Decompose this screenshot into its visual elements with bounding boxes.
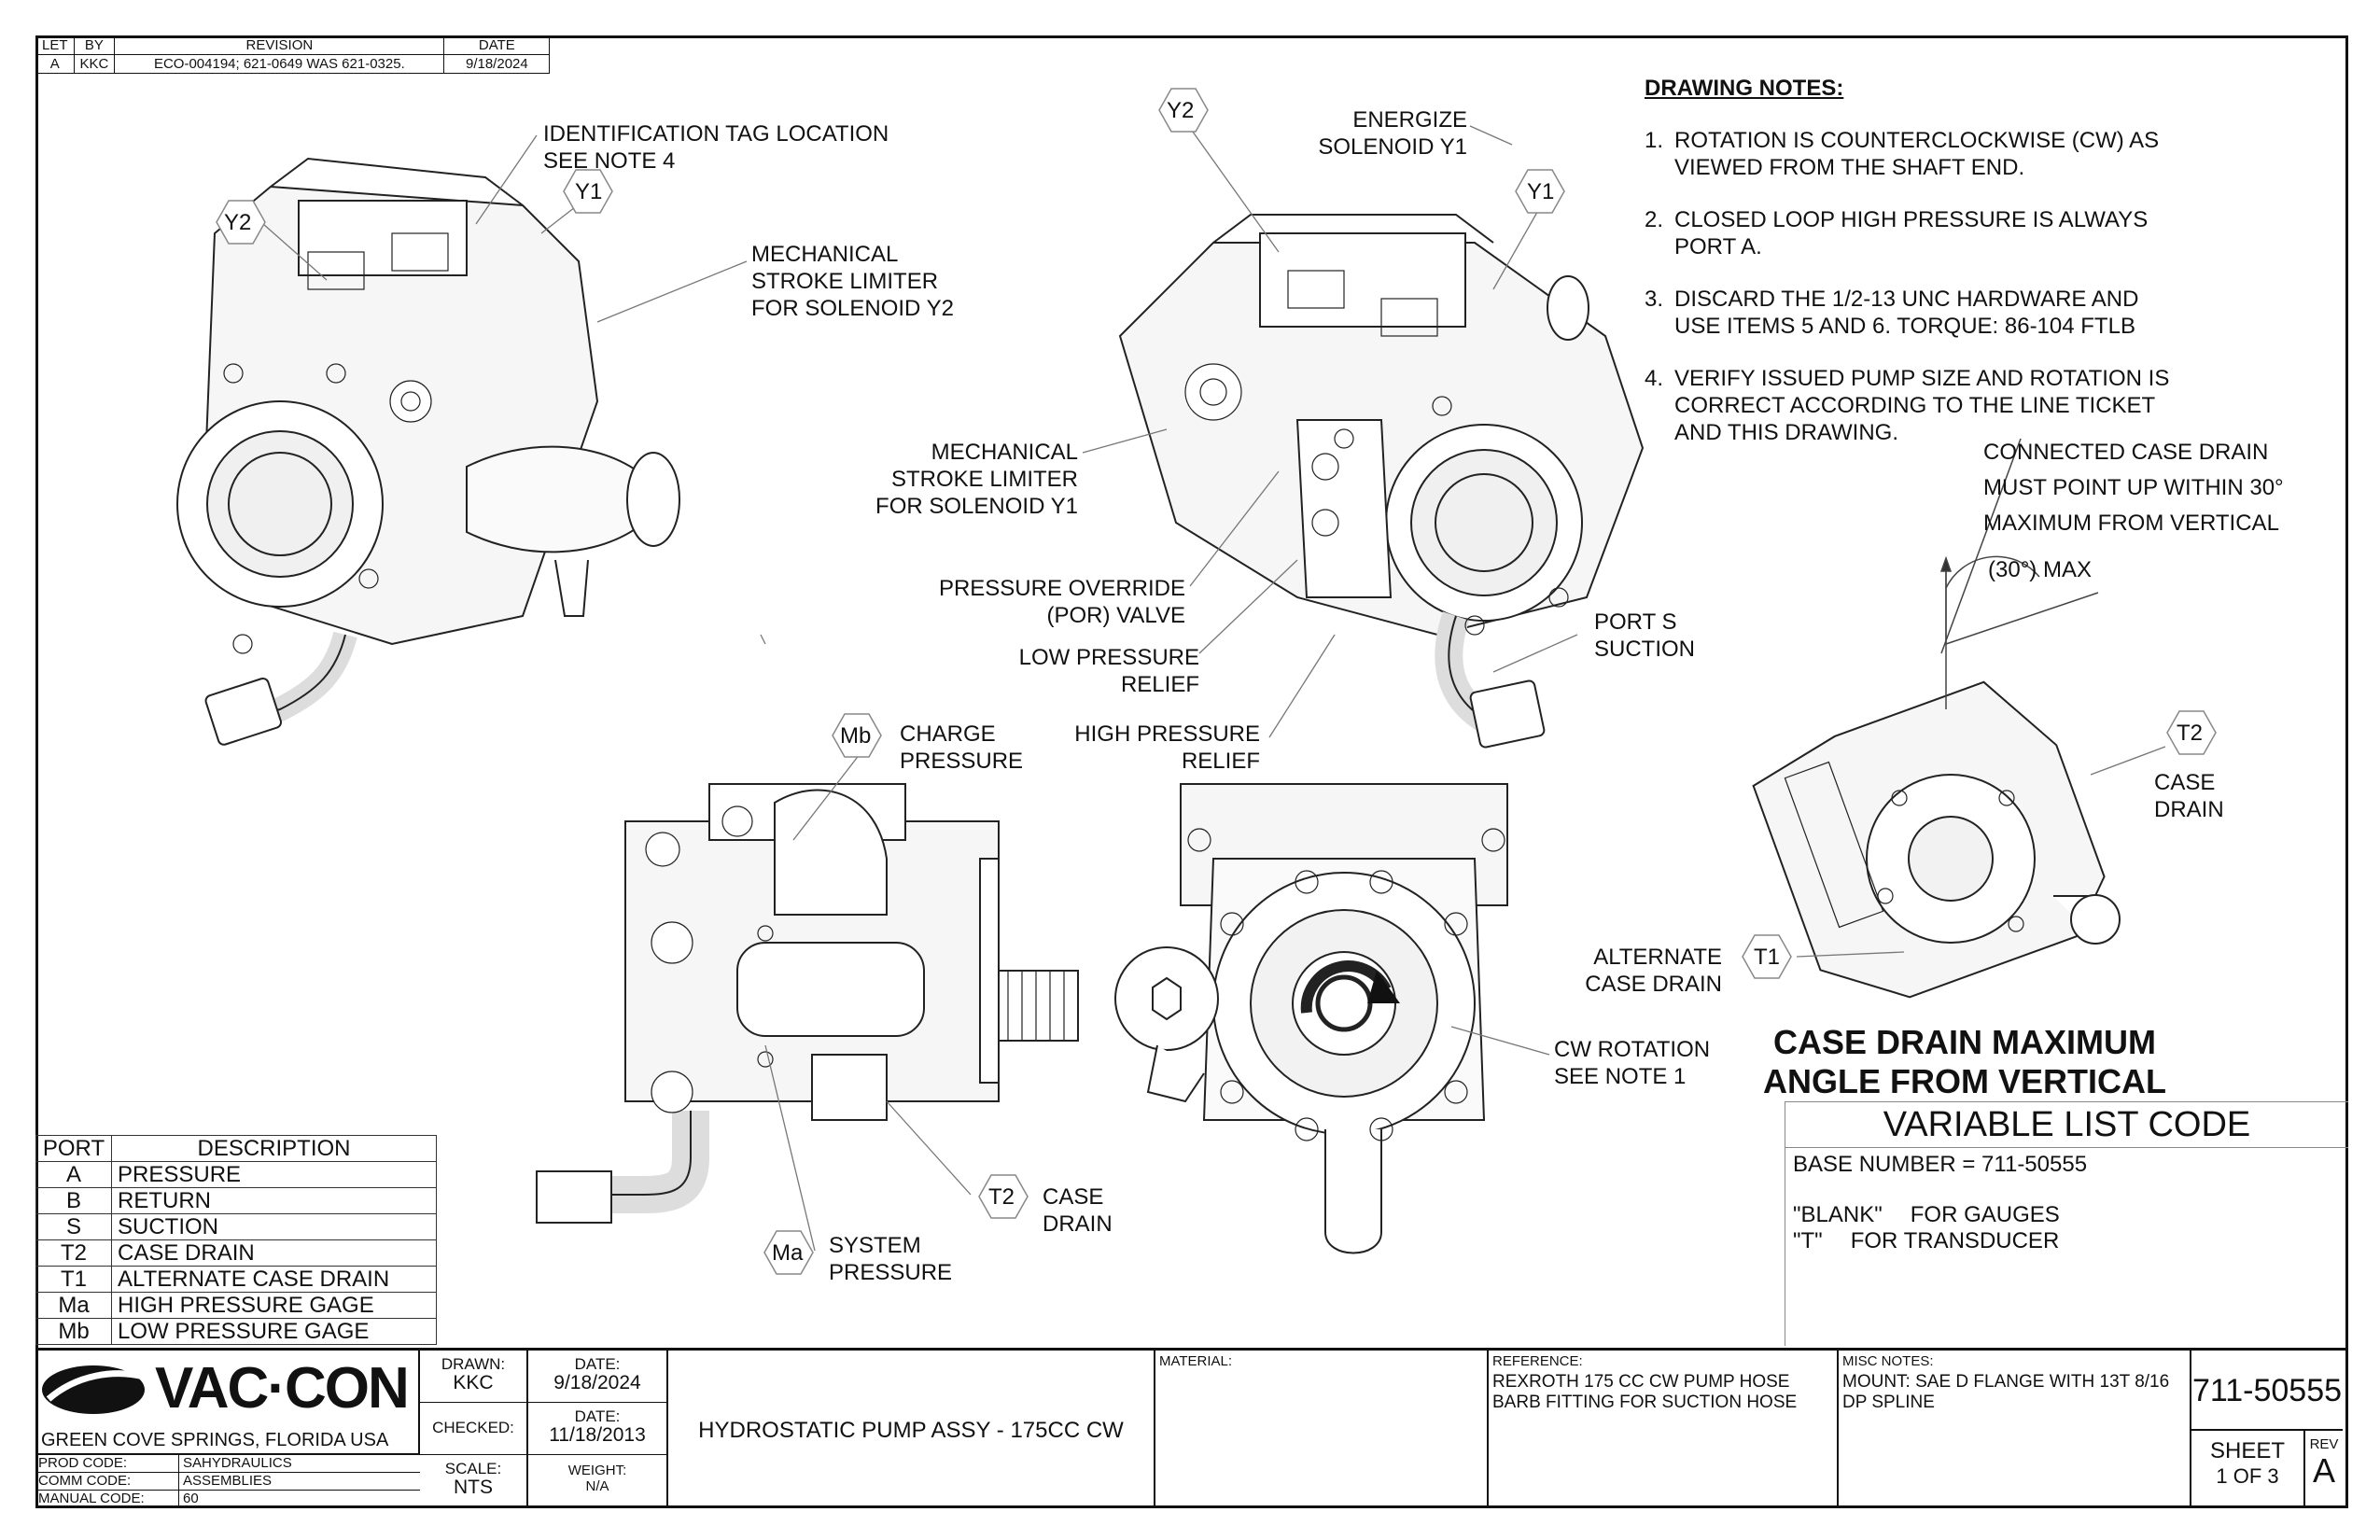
rev-value: A [2312, 1451, 2335, 1490]
weight-value: N/A [585, 1478, 609, 1494]
description-header: DESCRIPTION [111, 1135, 437, 1162]
hex-label-t2-front: T2 [988, 1184, 1015, 1210]
hex-label-t1: T1 [1754, 945, 1781, 970]
hex-label-y2-left: Y2 [224, 210, 252, 235]
pump-view-side [536, 783, 1079, 1224]
drawing-notes-title: DRAWING NOTES: [1645, 76, 1844, 101]
pump-view-front [1114, 783, 1508, 1254]
drawing-border [35, 35, 2348, 1508]
angle-construction-lines [1939, 438, 2099, 709]
variable-list-base: BASE NUMBER = 711-50555 [1793, 1152, 2088, 1177]
scale-value: NTS [454, 1477, 493, 1498]
rev-header-by: BY [73, 35, 116, 55]
rev-date: 9/18/2024 [443, 54, 551, 74]
checked-date-label: DATE: [574, 1407, 621, 1425]
drawn-date-label: DATE: [574, 1355, 621, 1373]
drawn-checked-scale-labels: DRAWN: KKC CHECKED: SCALE: NTS [420, 1351, 528, 1508]
hex-label-y1-left: Y1 [575, 179, 603, 204]
scale-label: SCALE: [444, 1460, 502, 1477]
part-number: 711-50555 [2191, 1351, 2343, 1431]
port-header: PORT [35, 1135, 112, 1162]
revision-table: LET BY REVISION DATE A KKC ECO-004194; 6… [35, 35, 551, 74]
pump-view-isometric-center [1118, 214, 1645, 749]
company-logo-area: VAC·CON GREEN COVE SPRINGS, FLORIDA USA [35, 1351, 420, 1455]
drawing-description: HYDROSTATIC PUMP ASSY - 175CC CW [698, 1418, 1124, 1443]
hex-label-y2-center: Y2 [1167, 98, 1195, 123]
material-cell: MATERIAL: [1155, 1351, 1489, 1508]
company-logo: VAC·CON [155, 1356, 410, 1421]
title-block: VAC·CON GREEN COVE SPRINGS, FLORIDA USA … [35, 1348, 2348, 1508]
product-codes: PROD CODE:SAHYDRAULICS COMM CODE:ASSEMBL… [35, 1455, 420, 1508]
variable-list-title: VARIABLE LIST CODE [1785, 1102, 2348, 1148]
checked-date: 11/18/2013 [549, 1424, 646, 1446]
callout-por-valve: PRESSURE OVERRIDE(POR) VALVE [938, 576, 1185, 628]
checked-label: CHECKED: [432, 1419, 514, 1436]
sheet-number: 1 OF 3 [2216, 1464, 2279, 1488]
variable-list-box: VARIABLE LIST CODE BASE NUMBER = 711-505… [1785, 1101, 2348, 1346]
rev-description: ECO-004194; 621-0649 WAS 621-0325. [114, 54, 445, 74]
vaccon-swoosh-icon [42, 1365, 145, 1414]
hex-label-t2-right: T2 [2177, 721, 2204, 746]
company-location: GREEN COVE SPRINGS, FLORIDA USA [41, 1430, 389, 1450]
misc-notes-cell: MISC NOTES: MOUNT: SAE D FLANGE WITH 13T… [1839, 1351, 2191, 1508]
hex-label-ma: Ma [772, 1240, 804, 1266]
drawn-label: DRAWN: [441, 1355, 506, 1373]
drawn-by: KKC [453, 1372, 494, 1393]
drawing-description-cell: HYDROSTATIC PUMP ASSY - 175CC CW [668, 1351, 1155, 1508]
variable-option-t: "T"FOR TRANSDUCER [1793, 1228, 2060, 1253]
rev-by: KKC [73, 54, 116, 74]
material-label: MATERIAL: [1159, 1353, 1233, 1369]
rev-cell: REV A [2305, 1431, 2343, 1508]
pump-view-case-drain-angle [1752, 680, 2121, 999]
sheet-cell: SHEET 1 OF 3 [2191, 1431, 2305, 1508]
pump-view-isometric-left [176, 157, 680, 746]
hex-label-y1-center: Y1 [1527, 179, 1555, 204]
variable-option-blank: "BLANK"FOR GAUGES [1793, 1202, 2060, 1227]
weight-label: WEIGHT: [567, 1463, 627, 1478]
misc-notes-label: MISC NOTES: [1842, 1353, 1934, 1369]
drawn-date: 9/18/2024 [553, 1372, 641, 1393]
angle-max-label: (30°) MAX [1988, 557, 2092, 582]
sheet-label: SHEET [2209, 1438, 2285, 1463]
dates-weight: DATE: 9/18/2024 DATE: 11/18/2013 WEIGHT:… [528, 1351, 668, 1508]
rev-label: REV [2309, 1436, 2339, 1452]
hex-label-mb: Mb [840, 723, 872, 749]
reference-label: REFERENCE: [1492, 1353, 1583, 1369]
